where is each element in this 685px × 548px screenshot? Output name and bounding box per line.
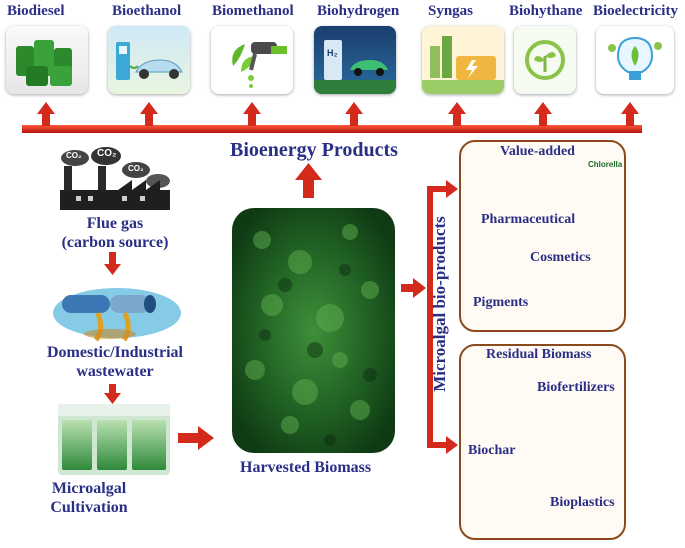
product-label-bioethanol: Bioethanol: [112, 3, 182, 19]
pharmaceutical-label: Pharmaceutical: [481, 212, 576, 227]
cultivation-line2: Cultivation: [50, 499, 128, 516]
arrow-biomass-to-bioenergy: [295, 163, 322, 198]
wastewater-label: Domestic/Industrial wastewater: [15, 343, 215, 381]
leaf-bulb-icon: [608, 36, 662, 80]
flue-gas-label: Flue gas (carbon source): [35, 214, 195, 252]
distribution-bar: [22, 125, 642, 133]
co2-label-1: CO₂: [97, 148, 117, 159]
residual-biomass-box: [459, 344, 626, 540]
arrow-fluegas-to-wastewater: [104, 252, 121, 275]
co2-label-2: CO₂: [66, 151, 82, 160]
cosmetics-label: Cosmetics: [530, 250, 591, 265]
biomethanol-image: [211, 26, 293, 94]
leaf-circle-icon: [525, 40, 565, 80]
syngas-image: [422, 26, 504, 94]
product-label-biodiesel: Biodiesel: [7, 3, 65, 19]
wastewater-pipe-icon: [53, 288, 181, 342]
pigments-label: Pigments: [473, 295, 529, 310]
arrow-harvest-to-bioproducts: [401, 278, 426, 298]
value-added-box: [459, 140, 626, 332]
cultivation-tanks-image: [58, 404, 170, 475]
syngas-plant-icon: [422, 36, 504, 94]
product-label-biomethanol: Biomethanol: [212, 3, 294, 19]
bioethanol-image: [108, 26, 190, 94]
product-label-bioelectricity: Bioelectricity: [593, 3, 678, 19]
flue-gas-line2: (carbon source): [61, 234, 169, 251]
residual-biomass-title: Residual Biomass: [486, 347, 592, 362]
hydrogen-station-icon: H₂: [314, 40, 396, 94]
bioplastics-label: Bioplastics: [550, 495, 615, 510]
cultivation-line1: Microalgal: [51, 480, 127, 497]
biodiesel-image: [6, 26, 88, 94]
flue-gas-line1: Flue gas: [86, 215, 144, 232]
ev-car-charging-icon: [116, 42, 183, 80]
arrow-cultivation-to-harvest: [178, 426, 214, 450]
product-label-biohythane: Biohythane: [509, 3, 583, 19]
wastewater-line1: Domestic/Industrial: [47, 344, 183, 361]
wastewater-line2: wastewater: [76, 363, 154, 380]
bioelectricity-image: [596, 26, 674, 94]
bioproducts-bracket: [427, 180, 458, 454]
bioenergy-products-title: Bioenergy Products: [230, 139, 398, 161]
co2-label-3: CO₂: [128, 164, 144, 173]
biohydrogen-image: H₂: [314, 26, 396, 94]
bioproducts-vertical-label: Microalgal bio-products: [430, 216, 449, 392]
chlorella-bottle-label: Chlorella: [588, 160, 623, 169]
product-label-syngas: Syngas: [428, 3, 474, 19]
arrow-wastewater-to-cultivation: [104, 384, 121, 404]
harvested-biomass-image: [232, 208, 395, 453]
cultivation-label: Microalgal Cultivation: [24, 479, 154, 517]
harvested-biomass-label: Harvested Biomass: [240, 459, 372, 476]
svg-text:H₂: H₂: [327, 48, 338, 58]
biodiesel-barrels-icon: [16, 40, 72, 86]
fuel-nozzle-leaf-icon: [232, 42, 287, 88]
distribution-arrows: [37, 102, 639, 126]
biohythane-image: [514, 26, 576, 94]
biochar-label: Biochar: [468, 443, 516, 458]
biofertilizers-label: Biofertilizers: [537, 380, 615, 395]
product-label-biohydrogen: Biohydrogen: [317, 3, 400, 19]
factory-icon: [60, 147, 170, 210]
value-added-title: Value-added: [500, 144, 575, 159]
